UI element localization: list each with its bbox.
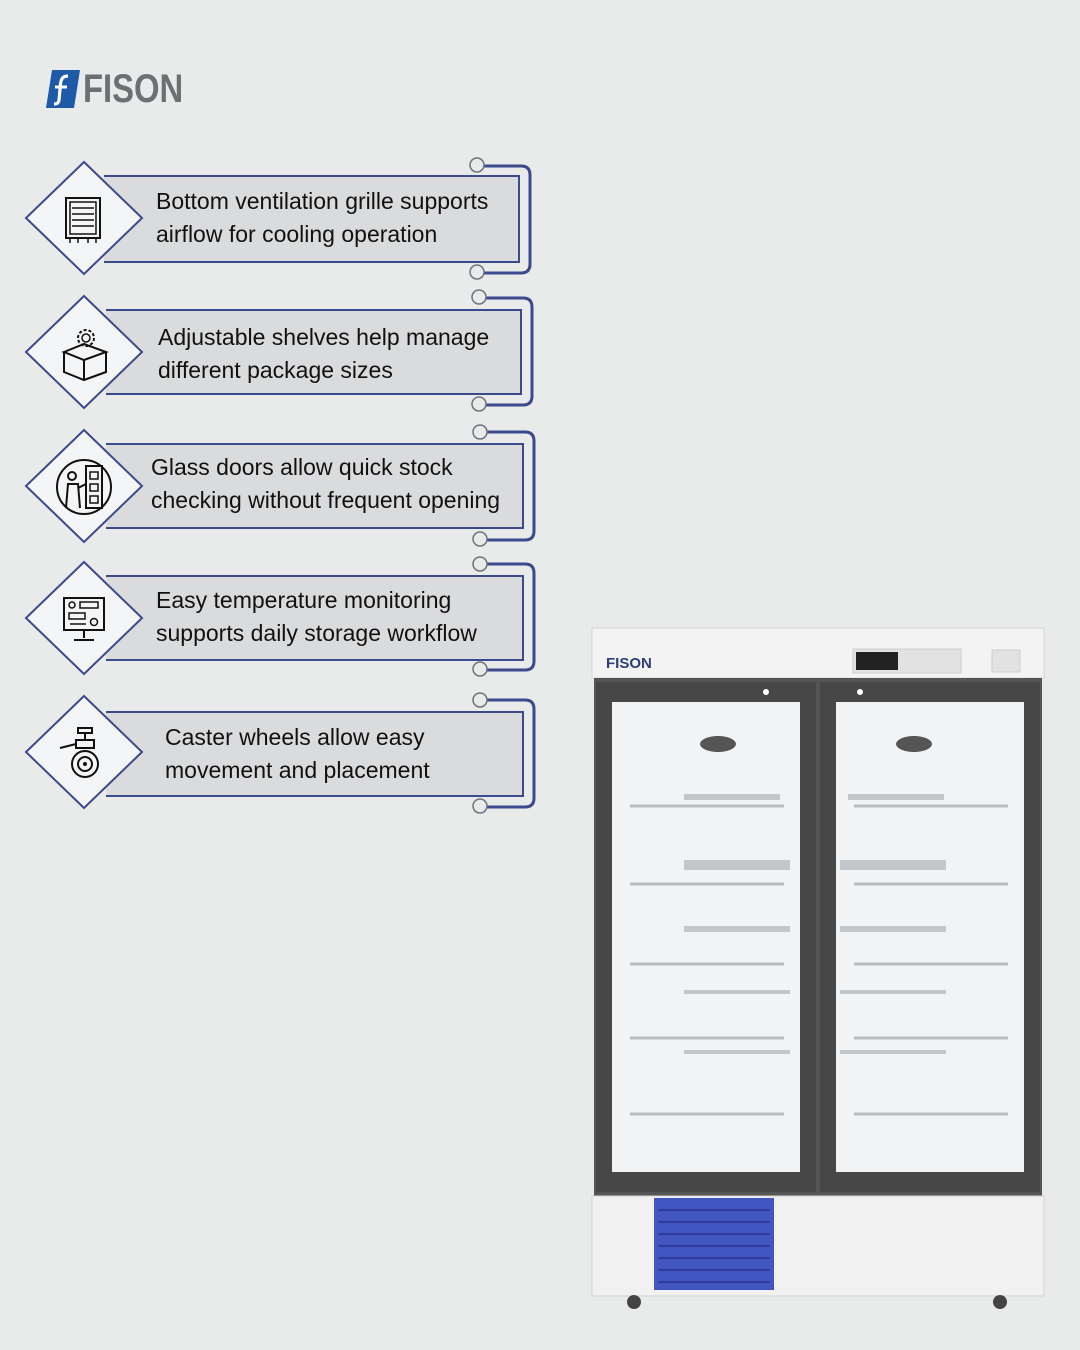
caster-wheel-icon (59, 727, 99, 778)
feature-text: Glass doors allow quick stock checking w… (151, 454, 501, 513)
feature-frame (24, 692, 536, 814)
feature-card-shelves: Adjustable shelves help manage different… (24, 289, 539, 412)
feature-card-temperature: Easy temperature monitoring supports dai… (24, 556, 539, 677)
brand-logo: FISON (46, 67, 205, 111)
feature-text: Caster wheels allow easy movement and pl… (165, 724, 430, 783)
feature-card-ventilation: Bottom ventilation grille supports airfl… (24, 157, 539, 280)
refrigerator-image: FISON (591, 627, 1045, 1309)
monitor-workflow-icon (63, 597, 105, 641)
feature-text: Adjustable shelves help manage different… (158, 324, 490, 383)
fridge-brand-label: FISON (606, 655, 652, 672)
brand-name: FISON (83, 67, 184, 111)
fison-logo-icon (46, 70, 80, 108)
feature-card-glass-doors: Glass doors allow quick stock checking w… (24, 424, 539, 547)
box-gear-icon (61, 329, 109, 382)
feature-frame (24, 556, 536, 677)
feature-card-casters: Caster wheels allow easy movement and pl… (24, 692, 539, 814)
feature-frame (24, 289, 534, 412)
feature-text: Easy temperature monitoring supports dai… (156, 587, 477, 646)
feature-text: Bottom ventilation grille supports airfl… (156, 188, 489, 247)
ventilation-grille-icon (65, 197, 101, 243)
worker-shelves-icon (56, 459, 112, 515)
feature-frame (24, 157, 532, 280)
